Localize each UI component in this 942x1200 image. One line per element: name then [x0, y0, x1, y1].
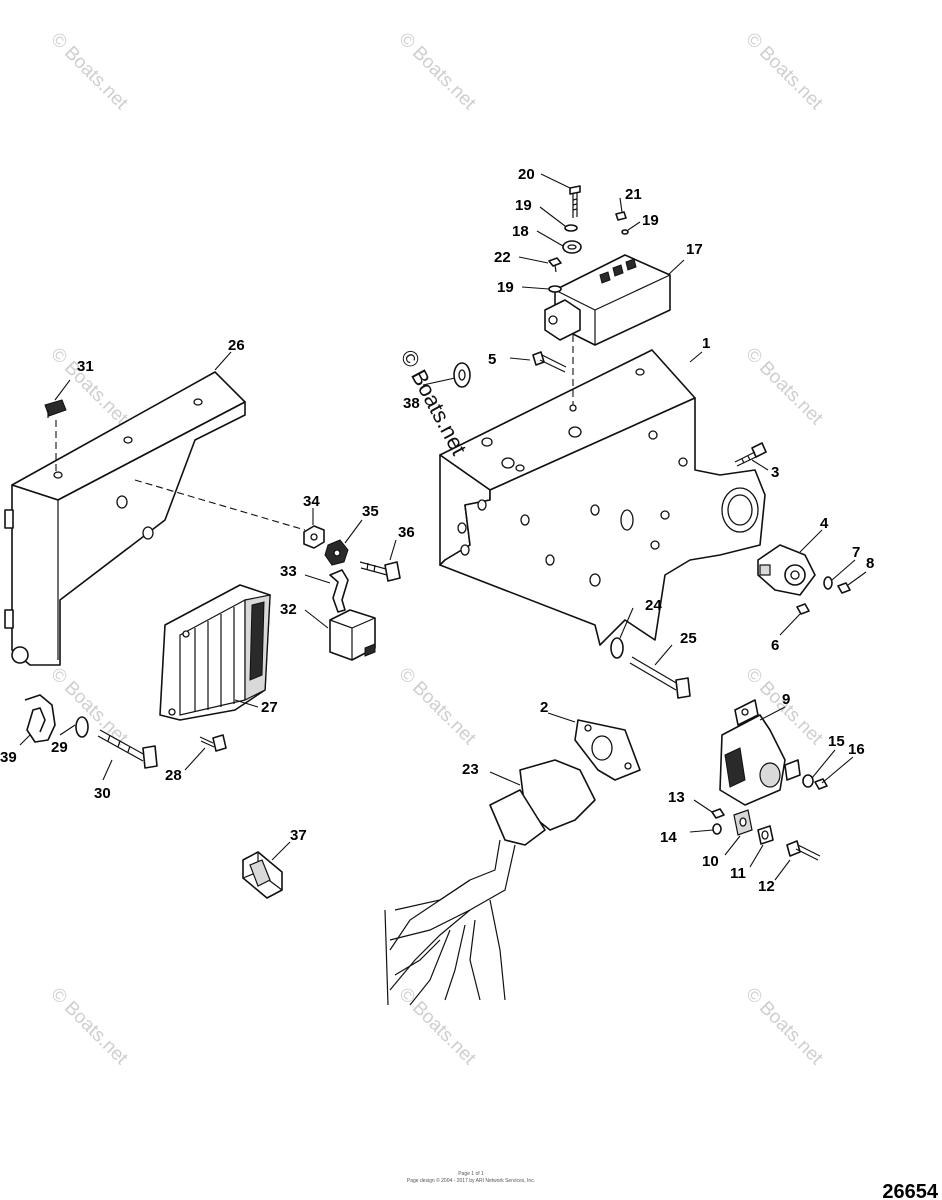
- callout-24: 24: [645, 597, 662, 614]
- leader-lines: [19, 173, 867, 881]
- callout-36: 36: [398, 524, 415, 541]
- callout-11: 11: [730, 865, 746, 882]
- footer-page: Page 1 of 1: [458, 1171, 484, 1177]
- watermark: © Boats.net: [741, 984, 827, 1070]
- callout-34: 34: [303, 493, 320, 510]
- callout-3: 3: [771, 464, 779, 481]
- callout-13: 13: [668, 789, 685, 806]
- callout-1: 1: [702, 335, 710, 352]
- watermark: © Boats.net: [741, 29, 827, 115]
- part-11-bushing: [757, 825, 774, 845]
- alignment-line: [134, 479, 306, 531]
- footer-copyright: Page design © 2004 - 2017 by ARI Network…: [407, 1177, 535, 1184]
- callout-37: 37: [290, 827, 307, 844]
- callout-7: 7: [852, 544, 860, 561]
- part-10-grommet: [733, 809, 753, 836]
- part-32-relay: [329, 609, 376, 661]
- part-13-nut: [711, 808, 725, 819]
- callout-4: 4: [820, 515, 829, 532]
- callout-31: 31: [77, 358, 94, 375]
- part-36-bolt: [359, 561, 401, 582]
- callout-12: 12: [758, 878, 775, 895]
- callout-9: 9: [782, 691, 790, 708]
- callout-19: 19: [642, 212, 659, 229]
- callout-19: 19: [497, 279, 514, 296]
- part-6-nut: [796, 603, 810, 615]
- part-28-bolt: [199, 734, 227, 752]
- part-3-bolt: [734, 442, 767, 467]
- callout-29: 29: [51, 739, 68, 756]
- part-26-left-bracket: [4, 371, 246, 666]
- callout-21: 21: [625, 186, 642, 203]
- callout-39: 39: [0, 749, 17, 766]
- watermark: © Boats.net: [741, 344, 827, 430]
- part-38-washer: [453, 362, 471, 388]
- callout-27: 27: [261, 699, 278, 716]
- part-27-ecm: [159, 584, 271, 721]
- callout-20: 20: [518, 166, 535, 183]
- part-4-sensor: [757, 544, 816, 596]
- callout-23: 23: [462, 761, 479, 778]
- callout-17: 17: [686, 241, 703, 258]
- callout-33: 33: [280, 563, 297, 580]
- watermark: © Boats.net: [46, 984, 132, 1070]
- watermark: © Boats.net: [46, 29, 132, 115]
- watermark: © Boats.net: [46, 344, 132, 430]
- callout-8: 8: [866, 555, 874, 572]
- callout-30: 30: [94, 785, 111, 802]
- callout-16: 16: [848, 741, 865, 758]
- part-9-solenoid: [719, 699, 801, 806]
- part-39-clamp: [24, 694, 56, 743]
- part-2-flange: [574, 719, 641, 781]
- watermark: © Boats.net: [394, 29, 480, 115]
- part-35-nut: [324, 539, 349, 566]
- callout-19: 19: [515, 197, 532, 214]
- part-7-washer: [823, 576, 833, 590]
- hardware-17-group: [548, 185, 629, 293]
- part-37-fuse: [242, 851, 283, 899]
- part-17-relay-block: [544, 254, 671, 346]
- callout-6: 6: [771, 637, 779, 654]
- part-33-bracket: [329, 569, 349, 613]
- watermark: © Boats.net: [394, 664, 480, 750]
- callout-labels: 1 2 3 4 5 6 7 8 9 10 11 12 13 14 15 16 1…: [0, 166, 874, 895]
- callout-5: 5: [488, 351, 496, 368]
- part-30-bolt: [97, 729, 158, 769]
- callout-38: 38: [403, 395, 420, 412]
- part-14-washer: [712, 823, 722, 835]
- callout-35: 35: [362, 503, 379, 520]
- document-number: 26654: [882, 1181, 938, 1200]
- callout-15: 15: [828, 733, 845, 750]
- callout-26: 26: [228, 337, 245, 354]
- callout-28: 28: [165, 767, 182, 784]
- part-15-washer: [802, 774, 814, 788]
- part-24-washer: [610, 637, 624, 659]
- part-8-nut: [837, 582, 851, 594]
- callout-10: 10: [702, 853, 719, 870]
- callout-18: 18: [512, 223, 529, 240]
- callout-25: 25: [680, 630, 697, 647]
- watermark: © Boats.net: [46, 664, 132, 750]
- part-34-nut: [303, 525, 325, 549]
- part-31-connector: [44, 399, 67, 418]
- part-12-bolt: [786, 840, 821, 861]
- watermark: © Boats.net: [394, 984, 480, 1070]
- part-5-bolt: [532, 351, 567, 373]
- part-1-main-bracket: [439, 349, 766, 646]
- callout-14: 14: [660, 829, 677, 846]
- part-25-bolt: [629, 656, 691, 699]
- part-23-harness: [384, 759, 596, 1006]
- callout-2: 2: [540, 699, 548, 716]
- part-29-washer: [75, 716, 89, 738]
- callout-22: 22: [494, 249, 511, 266]
- callout-32: 32: [280, 601, 297, 618]
